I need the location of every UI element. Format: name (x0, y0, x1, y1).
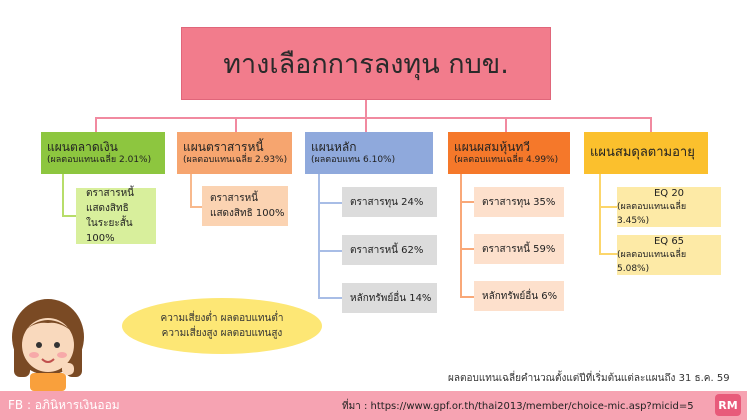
allocation-text: แสดงสิทธิ 100% (210, 208, 285, 219)
allocation-item: ตราสารหนี้ 59% (474, 234, 564, 264)
allocation-item: ตราสารหนี้ แสดงสิทธิ 100% (202, 186, 288, 226)
allocation-item: ตราสารทุน 24% (342, 187, 437, 217)
footer-bar: FB : อภินิหารเงินออม ที่มา : https://www… (0, 391, 747, 420)
plan-name: แผนหลัก (311, 140, 357, 155)
connector-horizontal (95, 117, 650, 119)
plan-return: (ผลตอบแทนเฉลี่ย 2.93%) (183, 154, 288, 165)
plan-return: (ผลตอบแทน 6.10%) (311, 154, 396, 165)
connector-sub (460, 201, 474, 203)
connector-sub (318, 250, 342, 252)
diagram-title: ทางเลือกการลงทุน กบข. (181, 27, 551, 100)
allocation-item: ตราสารหนี้ 62% (342, 235, 437, 265)
speech-bubble: ความเสี่ยงต่ำ ผลตอบแทนต่ำ ความเสี่ยงสูง … (122, 298, 322, 354)
connector-sub (460, 174, 462, 297)
connector-sub (318, 297, 342, 299)
allocation-text: ตราสารหนี้ (86, 188, 134, 199)
allocation-item: หลักทรัพย์อื่น 6% (474, 281, 564, 311)
connector-plan-2 (235, 117, 237, 132)
allocation-text: EQ 20 (653, 188, 685, 199)
plan-age-balanced: แผนสมดุลตามอายุ (584, 132, 708, 174)
connector-plan-5 (650, 117, 652, 132)
allocation-text: หลักทรัพย์อื่น 6% (482, 290, 558, 302)
plan-mixed-equity: แผนผสมหุ้นทวี (ผลตอบแทนเฉลี่ย 4.99%) (448, 132, 570, 174)
bubble-text: ความเสี่ยงต่ำ ผลตอบแทนต่ำ (160, 313, 284, 324)
connector-title-down (365, 100, 367, 118)
plan-return: (ผลตอบแทนเฉลี่ย 4.99%) (454, 154, 559, 165)
plan-name: แผนผสมหุ้นทวี (454, 140, 530, 155)
plan-money-market: แผนตลาดเงิน (ผลตอบแทนเฉลี่ย 2.01%) (41, 132, 165, 174)
plan-main: แผนหลัก (ผลตอบแทน 6.10%) (305, 132, 433, 174)
allocation-item: ตราสารทุน 35% (474, 187, 564, 217)
allocation-item: EQ 65 (ผลตอบแทนเฉลี่ย 5.08%) (617, 235, 721, 275)
allocation-text: ตราสารหนี้ 62% (350, 244, 424, 256)
plan-name: แผนตราสารหนี้ (183, 140, 264, 155)
connector-sub (318, 174, 320, 298)
connector-sub (62, 174, 64, 216)
allocation-text: ตราสารหนี้ 59% (482, 243, 556, 255)
connector-sub (460, 296, 474, 298)
allocation-item: หลักทรัพย์อื่น 14% (342, 283, 437, 313)
allocation-text: (ผลตอบแทนเฉลี่ย 5.08%) (617, 250, 687, 274)
plan-fixed-income: แผนตราสารหนี้ (ผลตอบแทนเฉลี่ย 2.93%) (177, 132, 292, 174)
allocation-text: หลักทรัพย์อื่น 14% (350, 292, 432, 304)
connector-plan-4 (505, 117, 507, 132)
connector-sub (190, 206, 202, 208)
plan-name: แผนสมดุลตามอายุ (590, 145, 695, 161)
connector-plan-3 (365, 117, 367, 132)
allocation-item: ตราสารหนี้ แสดงสิทธิ ในระยะสั้น 100% (76, 188, 156, 244)
connector-sub (599, 206, 617, 208)
allocation-text: EQ 65 (653, 236, 685, 247)
bubble-text: ความเสี่ยงสูง ผลตอบแทนสูง (161, 328, 283, 339)
connector-plan-1 (95, 117, 97, 132)
connector-sub (190, 174, 192, 207)
connector-sub (460, 248, 474, 250)
allocation-text: ตราสารทุน 35% (482, 196, 556, 208)
source-link[interactable]: ที่มา : https://www.gpf.or.th/thai2013/m… (342, 401, 694, 412)
facebook-page-label: FB : อภินิหารเงินออม (8, 398, 120, 412)
allocation-text: ตราสารทุน 24% (350, 196, 424, 208)
plan-name: แผนตลาดเงิน (47, 140, 118, 155)
connector-sub (318, 202, 342, 204)
plan-return: (ผลตอบแทนเฉลี่ย 2.01%) (47, 154, 152, 165)
allocation-item: EQ 20 (ผลตอบแทนเฉลี่ย 3.45%) (617, 187, 721, 227)
allocation-text: ตราสารหนี้ (210, 193, 258, 204)
connector-sub (599, 253, 617, 255)
connector-sub (62, 215, 76, 217)
allocation-text: ในระยะสั้น 100% (86, 218, 133, 244)
allocation-text: (ผลตอบแทนเฉลี่ย 3.45%) (617, 202, 687, 226)
allocation-text: แสดงสิทธิ (86, 203, 129, 214)
character-illustration (12, 299, 84, 391)
footnote: ผลตอบแทนเฉลี่ยคำนวณตั้งแต่ปีที่เริ่มต้นแ… (448, 373, 730, 384)
brand-logo: RM (715, 394, 741, 416)
connector-sub (599, 174, 601, 254)
